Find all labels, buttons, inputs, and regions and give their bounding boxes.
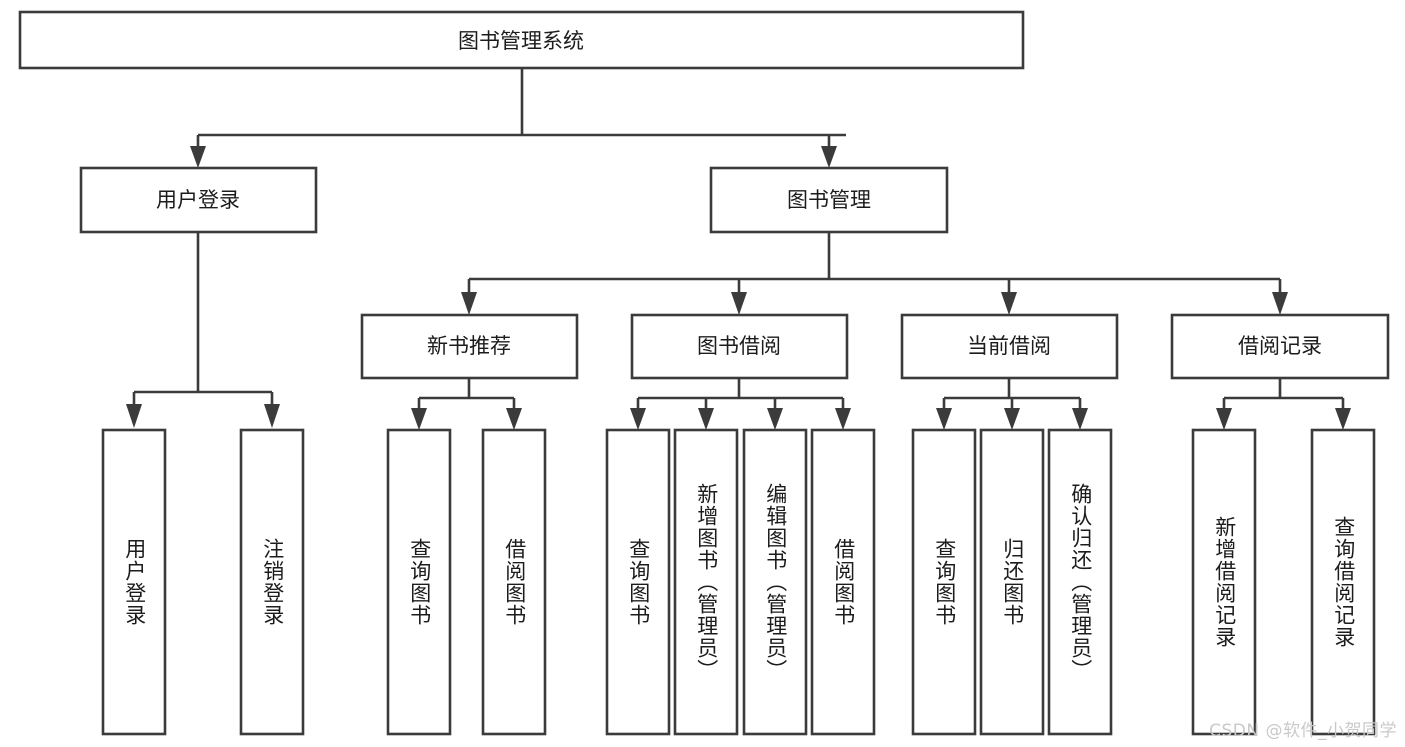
node-book-borrow[interactable]: 图书借阅	[630, 313, 849, 380]
leaf-boxes	[101, 428, 1376, 736]
node-book-manage[interactable]: 图书管理	[709, 166, 949, 234]
leaf-box-query-book-1[interactable]	[386, 428, 452, 736]
connector-bookborrow-to-leaves	[630, 378, 851, 430]
node-current-borrow[interactable]: 当前借阅	[900, 313, 1119, 380]
node-book-borrow-label: 图书借阅	[697, 334, 781, 358]
connector-currentborrow-to-leaves	[936, 378, 1088, 430]
connector-root-to-level2	[190, 68, 846, 168]
leaf-box-return-book[interactable]	[979, 428, 1045, 736]
connector-userlogin-to-leaves	[126, 232, 280, 428]
node-new-book-recommend-label: 新书推荐	[427, 334, 511, 358]
leaf-box-edit-book[interactable]	[742, 428, 808, 736]
node-root[interactable]: 图书管理系统	[18, 10, 1025, 70]
leaf-box-add-record[interactable]	[1191, 428, 1257, 736]
connector-newbook-to-leaves	[411, 378, 522, 430]
connector-borrowrecord-to-leaves	[1216, 378, 1351, 430]
leaf-box-borrow-book-2[interactable]	[810, 428, 876, 736]
leaf-box-query-record[interactable]	[1310, 428, 1376, 736]
node-user-login[interactable]: 用户登录	[79, 166, 318, 234]
connector-bookmanage-to-level3	[461, 232, 1288, 315]
leaf-box-add-book[interactable]	[673, 428, 739, 736]
leaf-box-borrow-book-1[interactable]	[481, 428, 547, 736]
node-borrow-record[interactable]: 借阅记录	[1170, 313, 1390, 380]
leaf-box-user-login[interactable]	[101, 428, 167, 736]
leaf-box-query-book-2[interactable]	[605, 428, 671, 736]
leaf-box-query-book-3[interactable]	[911, 428, 977, 736]
node-book-manage-label: 图书管理	[787, 188, 871, 212]
leaf-box-logout[interactable]	[239, 428, 305, 736]
leaf-box-confirm-return[interactable]	[1047, 428, 1113, 736]
node-user-login-label: 用户登录	[156, 188, 240, 212]
csdn-watermark: CSDN @软件_小贺同学	[1209, 721, 1397, 741]
node-new-book-recommend[interactable]: 新书推荐	[360, 313, 579, 380]
node-current-borrow-label: 当前借阅	[967, 334, 1051, 358]
node-root-label: 图书管理系统	[458, 29, 584, 53]
node-borrow-record-label: 借阅记录	[1238, 334, 1322, 358]
